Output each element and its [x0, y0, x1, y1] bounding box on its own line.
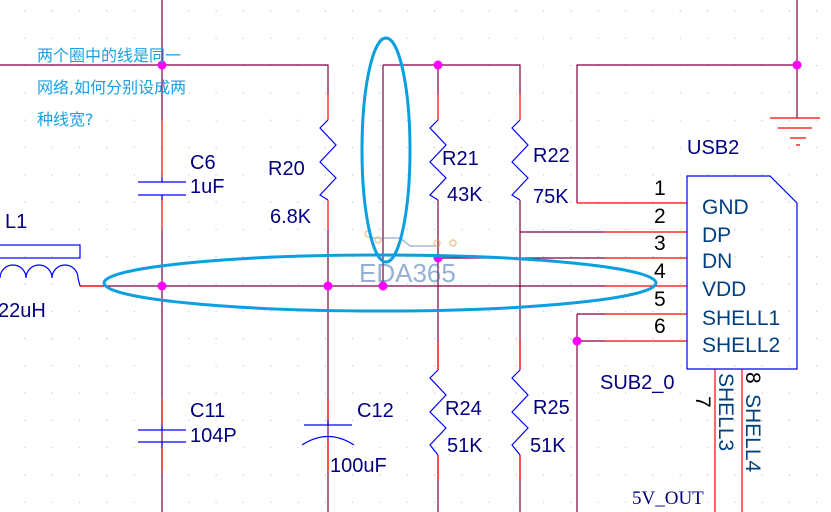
svg-text:EDA365: EDA365 [359, 258, 456, 288]
svg-text:SHELL2: SHELL2 [702, 334, 780, 357]
resistor-r22[interactable] [511, 119, 529, 201]
r20-value: 6.8K [270, 206, 312, 228]
c6-value: 1uF [190, 176, 224, 198]
highlight-ellipse-vertical [360, 36, 412, 264]
c12-value: 100uF [330, 455, 387, 477]
pin-8-number: 8 [741, 372, 764, 384]
svg-text:GND: GND [702, 196, 749, 219]
annotation-question: 两个圈中的线是同一 网络,如何分别设成两 种线宽? [37, 46, 186, 129]
capacitor-c11[interactable] [138, 425, 186, 447]
svg-text:DP: DP [702, 224, 731, 247]
svg-text:网络,如何分别设成两: 网络,如何分别设成两 [37, 78, 186, 97]
r22-ref: R22 [533, 145, 570, 167]
r24-value: 51K [447, 435, 483, 457]
svg-text:4: 4 [654, 260, 666, 283]
r21-value: 43K [447, 184, 483, 206]
r24-ref: R24 [445, 398, 482, 420]
svg-text:DN: DN [702, 250, 732, 273]
capacitor-c6[interactable] [138, 177, 186, 200]
resistor-r24[interactable] [429, 369, 447, 456]
svg-text:3: 3 [654, 232, 666, 255]
capacitor-c12[interactable] [301, 420, 355, 446]
c11-ref: C11 [190, 400, 225, 422]
svg-text:5: 5 [654, 288, 666, 311]
l1-value: 22uH [0, 300, 46, 322]
c11-value: 104P [190, 425, 237, 447]
r20-ref: R20 [268, 158, 305, 180]
resistor-r20[interactable] [319, 119, 337, 201]
usb-ref: USB2 [687, 137, 739, 159]
svg-text:两个圈中的线是同一: 两个圈中的线是同一 [37, 46, 181, 65]
junction-dots [157, 60, 802, 346]
r25-value: 51K [530, 435, 566, 457]
highlight-ellipse-horizontal [102, 253, 658, 313]
eda365-watermark: EDA365 [359, 230, 457, 288]
pin-7-name: SHELL3 [714, 373, 737, 451]
svg-text:6: 6 [654, 315, 666, 338]
inductor-l1[interactable] [0, 244, 81, 287]
svg-text:SHELL1: SHELL1 [702, 307, 780, 330]
usb-pin-numbers: 1 2 3 4 5 6 [654, 177, 666, 338]
r25-ref: R25 [533, 397, 570, 419]
net-label-5v-out: 5V_OUT [632, 488, 704, 509]
svg-text:1: 1 [654, 177, 666, 200]
l1-ref: L1 [5, 211, 27, 233]
resistor-r21[interactable] [429, 119, 447, 201]
resistor-r25[interactable] [511, 369, 529, 456]
wires [0, 0, 798, 512]
pin-8-name: SHELL4 [741, 394, 764, 473]
ground-icon [770, 117, 820, 146]
usb-connector-usb2[interactable] [686, 175, 798, 370]
c12-ref: C12 [357, 400, 394, 422]
r21-ref: R21 [442, 148, 479, 170]
svg-text:种线宽?: 种线宽? [37, 110, 94, 129]
svg-text:2: 2 [654, 205, 666, 228]
r22-value: 75K [533, 186, 569, 208]
usb-part: SUB2_0 [600, 372, 675, 394]
svg-text:VDD: VDD [702, 278, 746, 301]
c6-ref: C6 [190, 152, 216, 174]
pin-7-number: 7 [691, 396, 714, 408]
grid-dots [24, 10, 818, 504]
usb-pin-names: GND DP DN VDD SHELL1 SHELL2 [702, 196, 780, 357]
